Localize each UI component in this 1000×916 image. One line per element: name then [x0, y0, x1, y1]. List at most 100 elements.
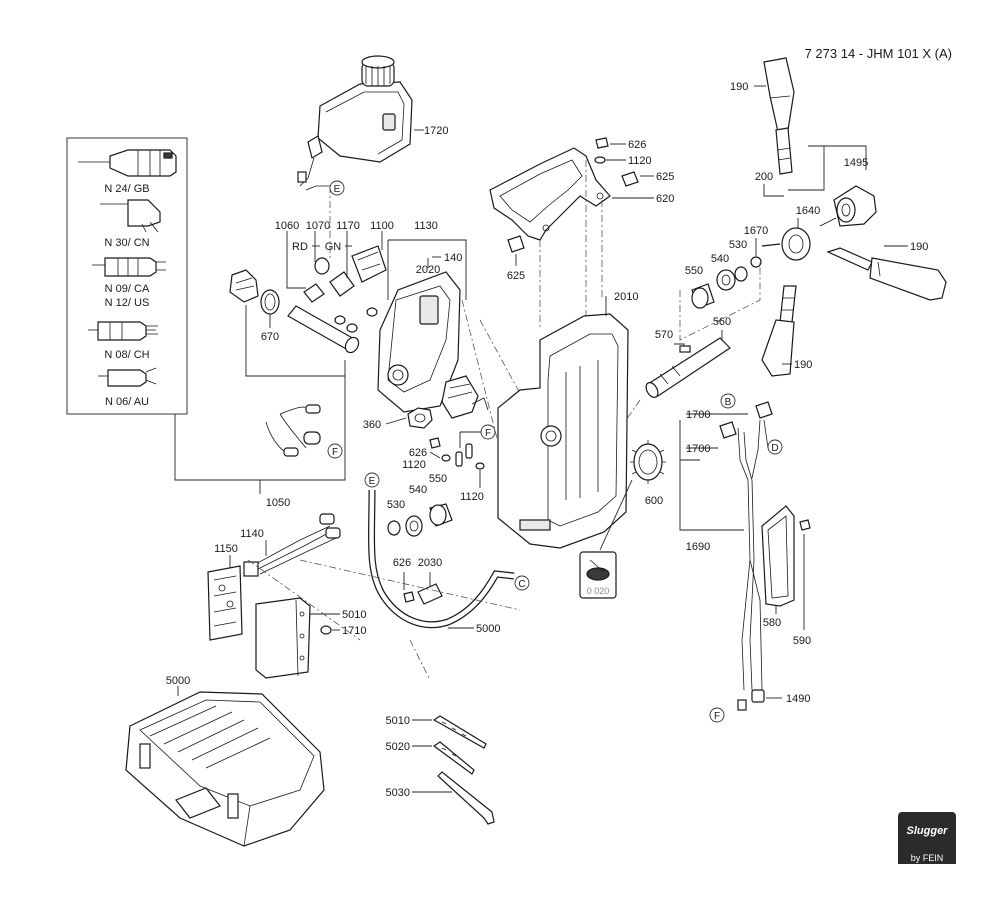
part-620-label: 620 [656, 193, 674, 205]
part-625-label-top: 625 [656, 171, 674, 183]
part-200-label: 200 [755, 171, 773, 183]
part-1170-label: 1490 [786, 693, 810, 705]
lever-190-right-part [826, 247, 947, 301]
nut-360-part [407, 407, 433, 429]
plug-label-ca: N 09/ CA [105, 283, 150, 295]
inset-tag-label: 0 020 [587, 586, 610, 596]
coolant-pipe-1720-part [367, 489, 515, 629]
part-5030-label: 5030 [386, 787, 410, 799]
ref-e-label-2: E [369, 476, 376, 487]
part-190-label-top: 190 [730, 81, 748, 93]
ref-f-label-2: F [485, 428, 491, 439]
lever-190-top-part [763, 57, 795, 175]
brand-logo: Slugger by FEIN [898, 812, 956, 864]
part-5020-label: 5020 [386, 741, 410, 753]
part-140-label: 140 [444, 252, 462, 264]
carry-handle-part [489, 147, 611, 241]
ref-c-label: C [518, 579, 525, 590]
part-550-label-right: 550 [685, 265, 703, 277]
plug-gb-icon [78, 149, 177, 177]
part-1130-label: 1130 [414, 220, 438, 232]
lever-190-bottom-part [761, 285, 797, 377]
drift-pins-part [432, 715, 495, 825]
part-2030-label: 1670 [744, 225, 768, 237]
grease-inset: 0 020 [579, 479, 633, 599]
part-1060-label: 1070 [306, 220, 330, 232]
hub-2010-part [819, 185, 877, 227]
washers-right-part [691, 266, 748, 309]
part-1100-label-top: 1120 [628, 155, 652, 167]
part-1100-label-1: 1120 [402, 459, 426, 471]
brand-by-text: by FEIN [911, 853, 944, 863]
part-530-label-left: 530 [387, 499, 405, 511]
part-1140-label: 1150 [214, 543, 238, 555]
part-530-label-right: 530 [729, 239, 747, 251]
plug-label-us: N 12/ US [105, 297, 150, 309]
plug-variants-box: N 24/ GB N 30/ CN N 09/ CA N 12/ US N 08… [66, 137, 188, 415]
part-1670-label: 1720 [424, 125, 448, 137]
part-540-label-left: 540 [409, 484, 427, 496]
tube-part [287, 305, 360, 354]
part-5010-label: 5010 [386, 715, 410, 727]
part-580-label: 580 [763, 617, 781, 629]
switch-parts [303, 245, 387, 333]
shaft-560-part [645, 337, 731, 398]
part-2010-label: 1495 [844, 157, 868, 169]
screws-626-1100-part [429, 437, 485, 470]
part-2020-label: 1640 [796, 205, 820, 217]
part-190-label-right: 190 [910, 241, 928, 253]
part-190-label-bottom: 190 [794, 359, 812, 371]
part-670-label: 670 [261, 331, 279, 343]
part-5000-label-main: 5000 [166, 675, 190, 687]
gear-600-part [630, 440, 666, 484]
part-1700-label: 2010 [614, 291, 638, 303]
control-board-part [207, 565, 243, 641]
part-560-label: 560 [713, 316, 731, 328]
hub-2030-part [750, 227, 811, 268]
plug-label-gb: N 24/ GB [104, 183, 149, 195]
part-1720-label: 5000 [476, 623, 500, 635]
screw-1640-part [320, 625, 332, 635]
washers-left-part [387, 503, 453, 537]
cover-1710-part [255, 597, 311, 679]
cable-951-part [209, 384, 321, 457]
part-951-label: 1050 [266, 497, 290, 509]
carry-case-part [125, 691, 325, 847]
part-1710-label: 5010 [342, 609, 366, 621]
cover-580-part [761, 505, 811, 607]
part-1100-label-2: 1120 [460, 491, 484, 503]
part-600-label: 600 [645, 495, 663, 507]
plug-cn-icon [100, 199, 161, 233]
bracket-1690-part [403, 583, 443, 605]
ref-b-label: B [725, 397, 732, 408]
ref-d-label: D [771, 443, 778, 454]
wire-color-rd: RD [292, 241, 308, 253]
part-360-label: 360 [363, 419, 381, 431]
part-626-label-lower: 626 [393, 557, 411, 569]
part-1495-label-2: 1700 [686, 443, 710, 455]
switch-module-part [441, 375, 489, 419]
brand-logo-text: Slugger [907, 825, 949, 837]
ref-f-label-3: F [714, 711, 720, 722]
plug-label-ch: N 08/ CH [104, 349, 149, 361]
plug-ch-icon [88, 321, 158, 341]
strain-relief-part [229, 269, 280, 315]
sensor-cable-1490-part [719, 401, 773, 711]
part-1690-label: 2030 [418, 557, 442, 569]
cable-1120-part [243, 513, 341, 577]
plug-ca-us-icon [92, 257, 166, 277]
plug-label-au: N 06/ AU [105, 396, 149, 408]
part-1680-label: 2020 [416, 264, 440, 276]
part-1490-label: 1690 [686, 541, 710, 553]
pump-unit-part [297, 55, 413, 191]
wire-color-gn: GN [325, 241, 342, 253]
part-1640-label: 1710 [342, 625, 366, 637]
plug-label-cn: N 30/ CN [104, 237, 149, 249]
part-1120-label: 1140 [240, 528, 264, 540]
part-1050-label: 1060 [275, 220, 299, 232]
plug-au-icon [98, 367, 157, 387]
part-626-label-1: 626 [409, 447, 427, 459]
drill-stand-body-part [497, 313, 629, 549]
part-540-label-right: 540 [711, 253, 729, 265]
